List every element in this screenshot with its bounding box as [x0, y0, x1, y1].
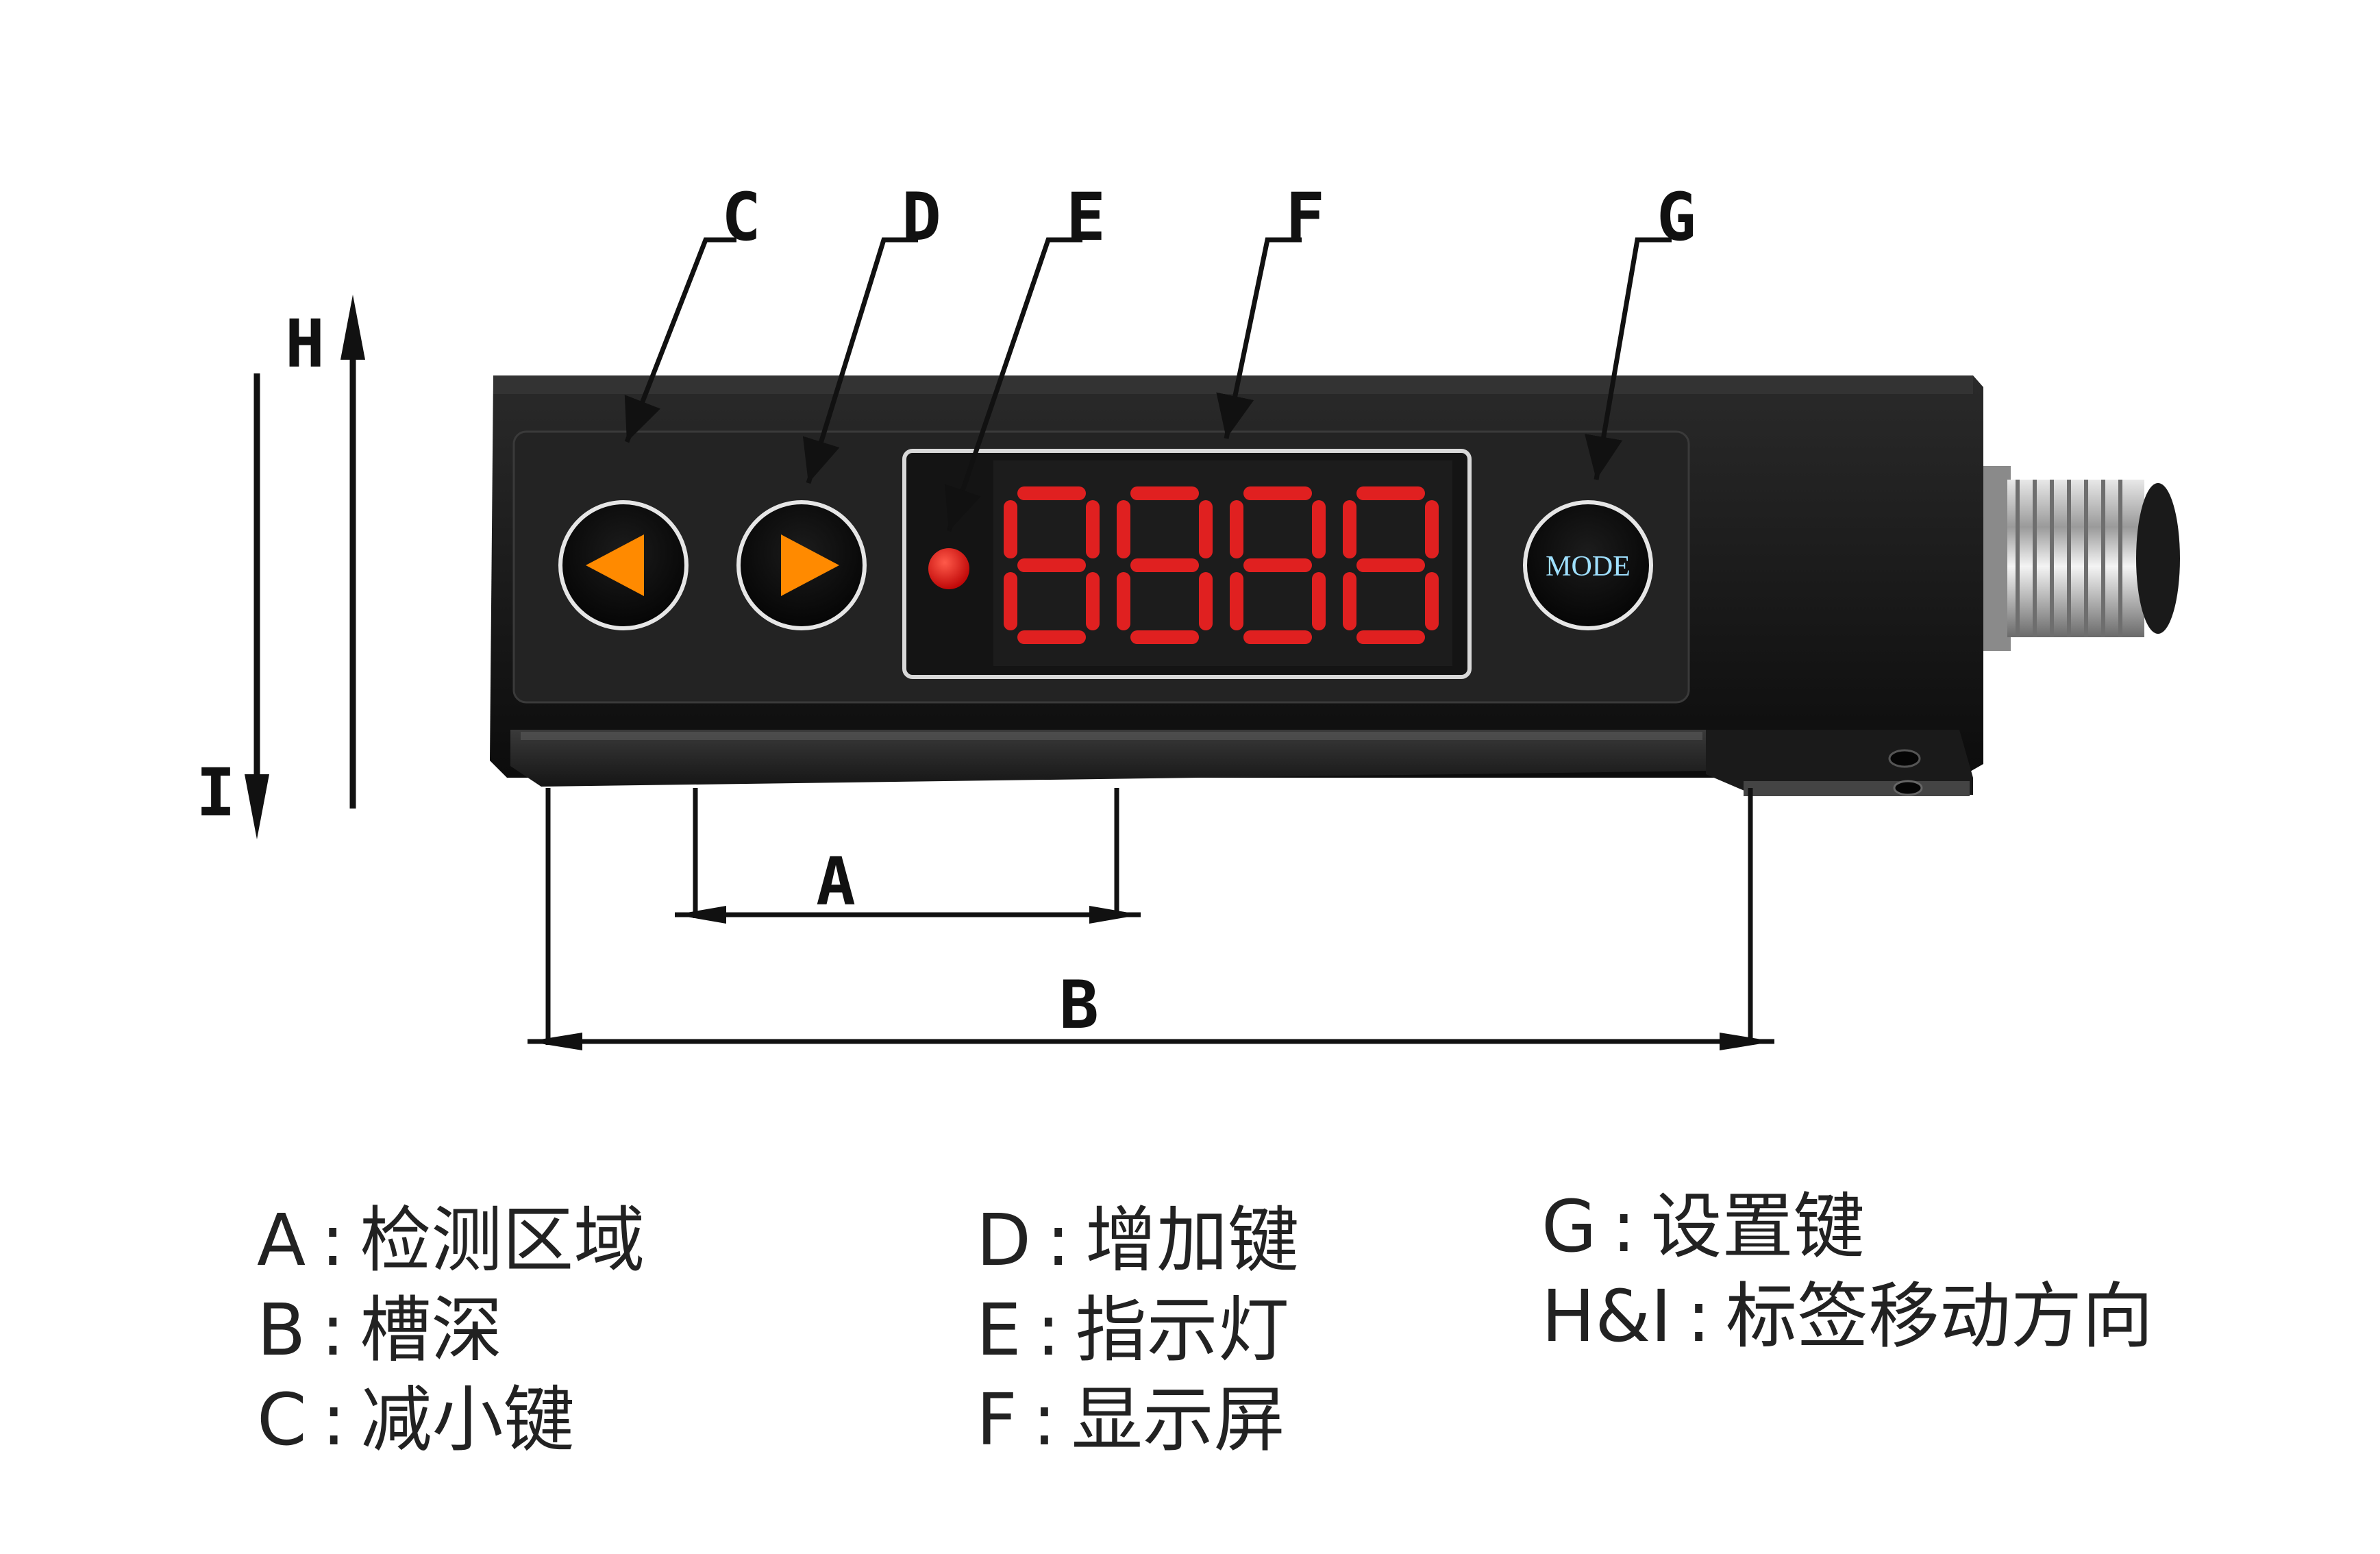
- callout-f-leader: [1216, 237, 1302, 439]
- legend-item-f: F:显示屏: [976, 1378, 1285, 1462]
- display-digit: [1004, 486, 1100, 644]
- legend-item-h-i: H&I:标签移动方向: [1541, 1274, 2154, 1358]
- display-digit: [1230, 486, 1326, 644]
- legend-item-g: G:设置键: [1541, 1185, 1865, 1268]
- m12-connector: [1983, 466, 2180, 651]
- legend-item-a: A:检测区域: [257, 1198, 645, 1282]
- callout-a: A: [816, 843, 856, 920]
- callout-c-leader: [624, 237, 736, 443]
- legend-column-1: A:检测区域 B:槽深 C:减小键: [257, 1196, 645, 1465]
- decrease-button[interactable]: [558, 500, 689, 630]
- callout-g-leader: [1585, 237, 1672, 480]
- display-screen: [902, 449, 1472, 679]
- seven-segment-digits: [1004, 486, 1439, 644]
- callout-e: E: [1066, 179, 1106, 256]
- callout-f: F: [1285, 179, 1325, 256]
- mode-label: MODE: [1546, 551, 1631, 582]
- mode-button[interactable]: MODE: [1523, 500, 1653, 630]
- callout-b: B: [1059, 967, 1099, 1044]
- callout-h: H: [285, 306, 325, 382]
- callout-i: I: [196, 754, 236, 831]
- increase-button[interactable]: [736, 500, 867, 630]
- legend-item-d: D:增加键: [976, 1198, 1300, 1282]
- callout-g: G: [1657, 179, 1696, 256]
- display-digit: [1343, 486, 1439, 644]
- callout-c: C: [721, 179, 761, 256]
- indicator-led: [928, 548, 969, 589]
- display-digit: [1117, 486, 1213, 644]
- legend-item-e: E:指示灯: [976, 1288, 1289, 1372]
- callout-e-leader: [944, 237, 1082, 532]
- legend-item-c: C:减小键: [257, 1378, 575, 1462]
- legend-column-3: G:设置键 H&I:标签移动方向: [1541, 1182, 2153, 1361]
- left-arrow-icon: [586, 534, 644, 596]
- right-arrow-icon: [781, 534, 839, 596]
- legend-column-2: D:增加键 E:指示灯 F:显示屏: [976, 1196, 1299, 1465]
- callout-d: D: [902, 179, 941, 256]
- callout-d-leader: [802, 237, 918, 484]
- legend-item-b: B:槽深: [257, 1288, 503, 1372]
